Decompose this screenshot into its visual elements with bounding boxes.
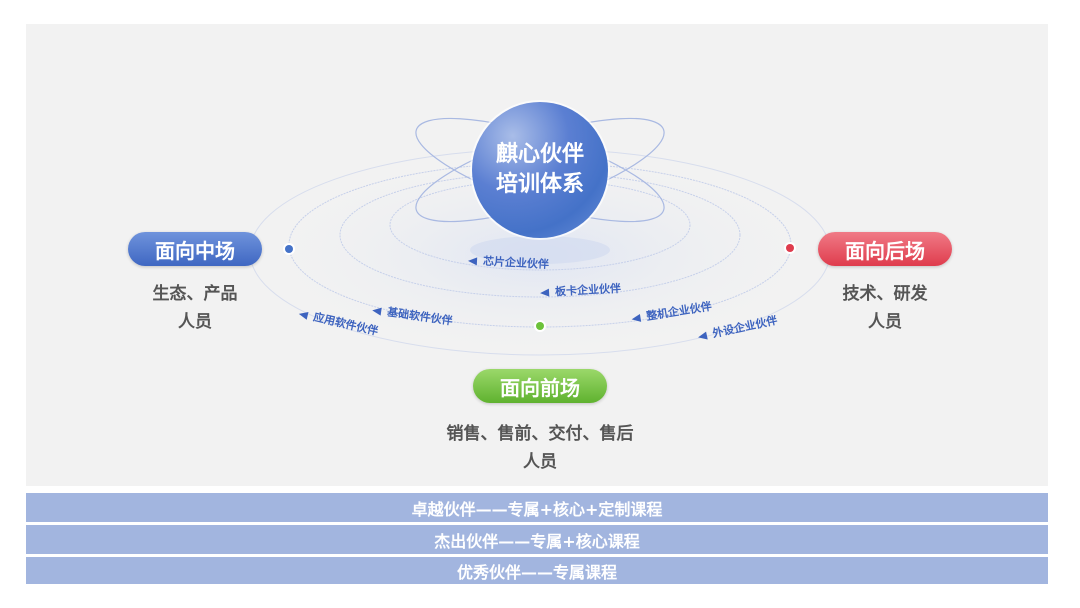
arrow-left-icon <box>467 256 478 266</box>
back-field-desc: 技术、研发人员 <box>810 280 960 336</box>
front-desc-line2: 人员 <box>523 452 557 472</box>
back-desc-line2: 人员 <box>868 312 902 332</box>
front-field-desc: 销售、售前、交付、售后人员 <box>400 420 680 476</box>
tier-good: 优秀伙伴——专属课程 <box>26 557 1048 584</box>
back-desc-line1: 技术、研发 <box>842 284 928 304</box>
front-desc-line1: 销售、售前、交付、售后 <box>446 424 634 444</box>
tier-excellent: 卓越伙伴——专属+核心+定制课程 <box>26 493 1048 522</box>
arrow-left-icon <box>697 331 708 342</box>
arrow-left-icon <box>539 288 550 298</box>
partner-label: 板卡企业伙伴 <box>554 281 622 299</box>
arrow-left-icon <box>297 309 309 320</box>
middle-field-desc: 生态、产品人员 <box>120 280 270 336</box>
tier-outstanding: 杰出伙伴——专属+核心课程 <box>26 525 1048 554</box>
front-dot <box>536 322 544 330</box>
arrow-left-icon <box>371 306 382 316</box>
back-dot <box>786 244 794 252</box>
center-sphere: 麒心伙伴 培训体系 <box>472 102 608 238</box>
center-title-line1: 麒心伙伴 <box>495 142 584 167</box>
back-field-badge: 面向后场 <box>818 232 952 266</box>
center-title-line2: 培训体系 <box>495 172 584 197</box>
partner-label: 芯片企业伙伴 <box>482 254 550 272</box>
arrow-left-icon <box>631 313 642 324</box>
middle-field-badge: 面向中场 <box>128 232 262 266</box>
middle-desc-line2: 人员 <box>178 312 212 332</box>
middle-desc-line1: 生态、产品 <box>152 284 238 304</box>
front-field-badge: 面向前场 <box>473 369 607 403</box>
middle-dot <box>285 245 293 253</box>
